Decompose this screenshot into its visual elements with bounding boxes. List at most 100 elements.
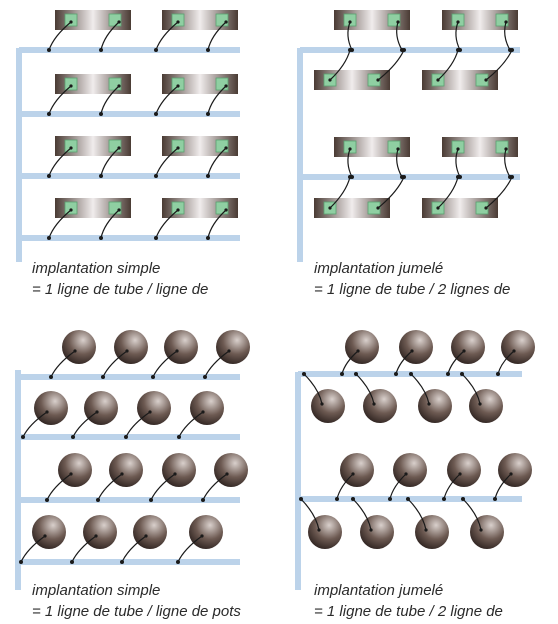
dripper-emitter [144, 534, 148, 538]
dripper-emitter [484, 78, 488, 82]
dripper-emitter [69, 84, 73, 88]
dripper-line [155, 209, 179, 239]
dripper-connector [206, 174, 210, 178]
dripper-connector [206, 112, 210, 116]
plant-cube [215, 139, 229, 153]
dripper-line [347, 148, 353, 178]
dripper-emitter [69, 146, 73, 150]
dripper-line [207, 147, 227, 177]
dripper-line [207, 21, 227, 51]
plant-pot [58, 453, 92, 487]
dripper-line [437, 176, 459, 209]
dripper-emitter [369, 528, 373, 532]
dripper-emitter [376, 206, 380, 210]
dripper-emitter [117, 20, 121, 24]
dripper-line [121, 535, 147, 563]
dripper-line [329, 49, 351, 81]
dripper-line [152, 350, 178, 378]
dripper-line [504, 148, 511, 178]
plant-cube [108, 139, 122, 153]
dripper-connector [510, 48, 514, 52]
plant-pot [83, 515, 117, 549]
dripper-line [396, 21, 403, 51]
caption-subtitle: = 1 ligne de tube / 2 lignes de [314, 281, 511, 298]
dripper-emitter [148, 410, 152, 414]
dripper-emitter [69, 208, 73, 212]
dripper-connector [154, 112, 158, 116]
dripper-line [204, 350, 230, 378]
dripper-line [329, 176, 351, 209]
dripper-line [494, 473, 512, 500]
plant-cube [367, 73, 381, 87]
dripper-connector [206, 48, 210, 52]
dripper-connector [99, 236, 103, 240]
dripper-line [410, 373, 430, 405]
caption-subtitle: = 1 ligne de tube / ligne de pots [32, 603, 241, 620]
plant-pot [418, 389, 452, 423]
dripper-line [155, 85, 179, 115]
dripper-connector [124, 435, 128, 439]
dripper-line [48, 21, 72, 51]
dripper-emitter [117, 208, 121, 212]
dripper-connector [348, 48, 352, 52]
dripper-line [155, 21, 179, 51]
dripper-line [71, 535, 97, 563]
dripper-emitter [224, 208, 228, 212]
dripper-connector [351, 497, 355, 501]
dripper-emitter [176, 84, 180, 88]
dripper-connector [96, 498, 100, 502]
dripper-emitter [479, 528, 483, 532]
dripper-emitter [125, 349, 129, 353]
dripper-connector [402, 48, 406, 52]
caption-title: implantation jumelé [314, 582, 444, 599]
plant-cube [64, 139, 78, 153]
dripper-emitter [224, 20, 228, 24]
dripper-line [455, 21, 461, 51]
dripper-emitter [458, 472, 462, 476]
dripper-connector [19, 560, 23, 564]
dripper-line [207, 85, 227, 115]
dripper-line [355, 373, 375, 405]
dripper-connector [120, 560, 124, 564]
dripper-connector [493, 497, 497, 501]
dripper-connector [335, 497, 339, 501]
dripper-line [347, 21, 353, 51]
lateral-tube [19, 47, 240, 53]
dripper-connector [49, 375, 53, 379]
plant-pot [84, 391, 118, 425]
dripper-emitter [176, 146, 180, 150]
plant-pot [214, 453, 248, 487]
dripper-emitter [224, 146, 228, 150]
dripper-emitter [317, 528, 321, 532]
dripper-connector [99, 174, 103, 178]
dripper-emitter [176, 208, 180, 212]
dripper-emitter [73, 349, 77, 353]
plant-pot [62, 330, 96, 364]
dripper-line [377, 176, 405, 209]
dripper-line [485, 49, 513, 81]
dripper-emitter [484, 206, 488, 210]
lateral-tube [18, 497, 240, 503]
plant-cube [387, 140, 401, 154]
dripper-line [155, 147, 179, 177]
dripper-emitter [69, 472, 73, 476]
dripper-connector [206, 236, 210, 240]
dripper-emitter [410, 349, 414, 353]
dripper-line [336, 473, 354, 500]
dripper-line [100, 209, 120, 239]
dripper-connector [176, 560, 180, 564]
plant-cube [108, 13, 122, 27]
lateral-tube [300, 174, 520, 180]
dripper-connector [154, 236, 158, 240]
dripper-line [462, 498, 482, 531]
plant-cube [451, 140, 465, 154]
dripper-emitter [436, 206, 440, 210]
lateral-tube [18, 374, 240, 380]
plant-cube [64, 13, 78, 27]
dripper-connector [154, 48, 158, 52]
dripper-connector [203, 375, 207, 379]
plant-cube [108, 201, 122, 215]
dripper-emitter [120, 472, 124, 476]
dripper-connector [446, 372, 450, 376]
